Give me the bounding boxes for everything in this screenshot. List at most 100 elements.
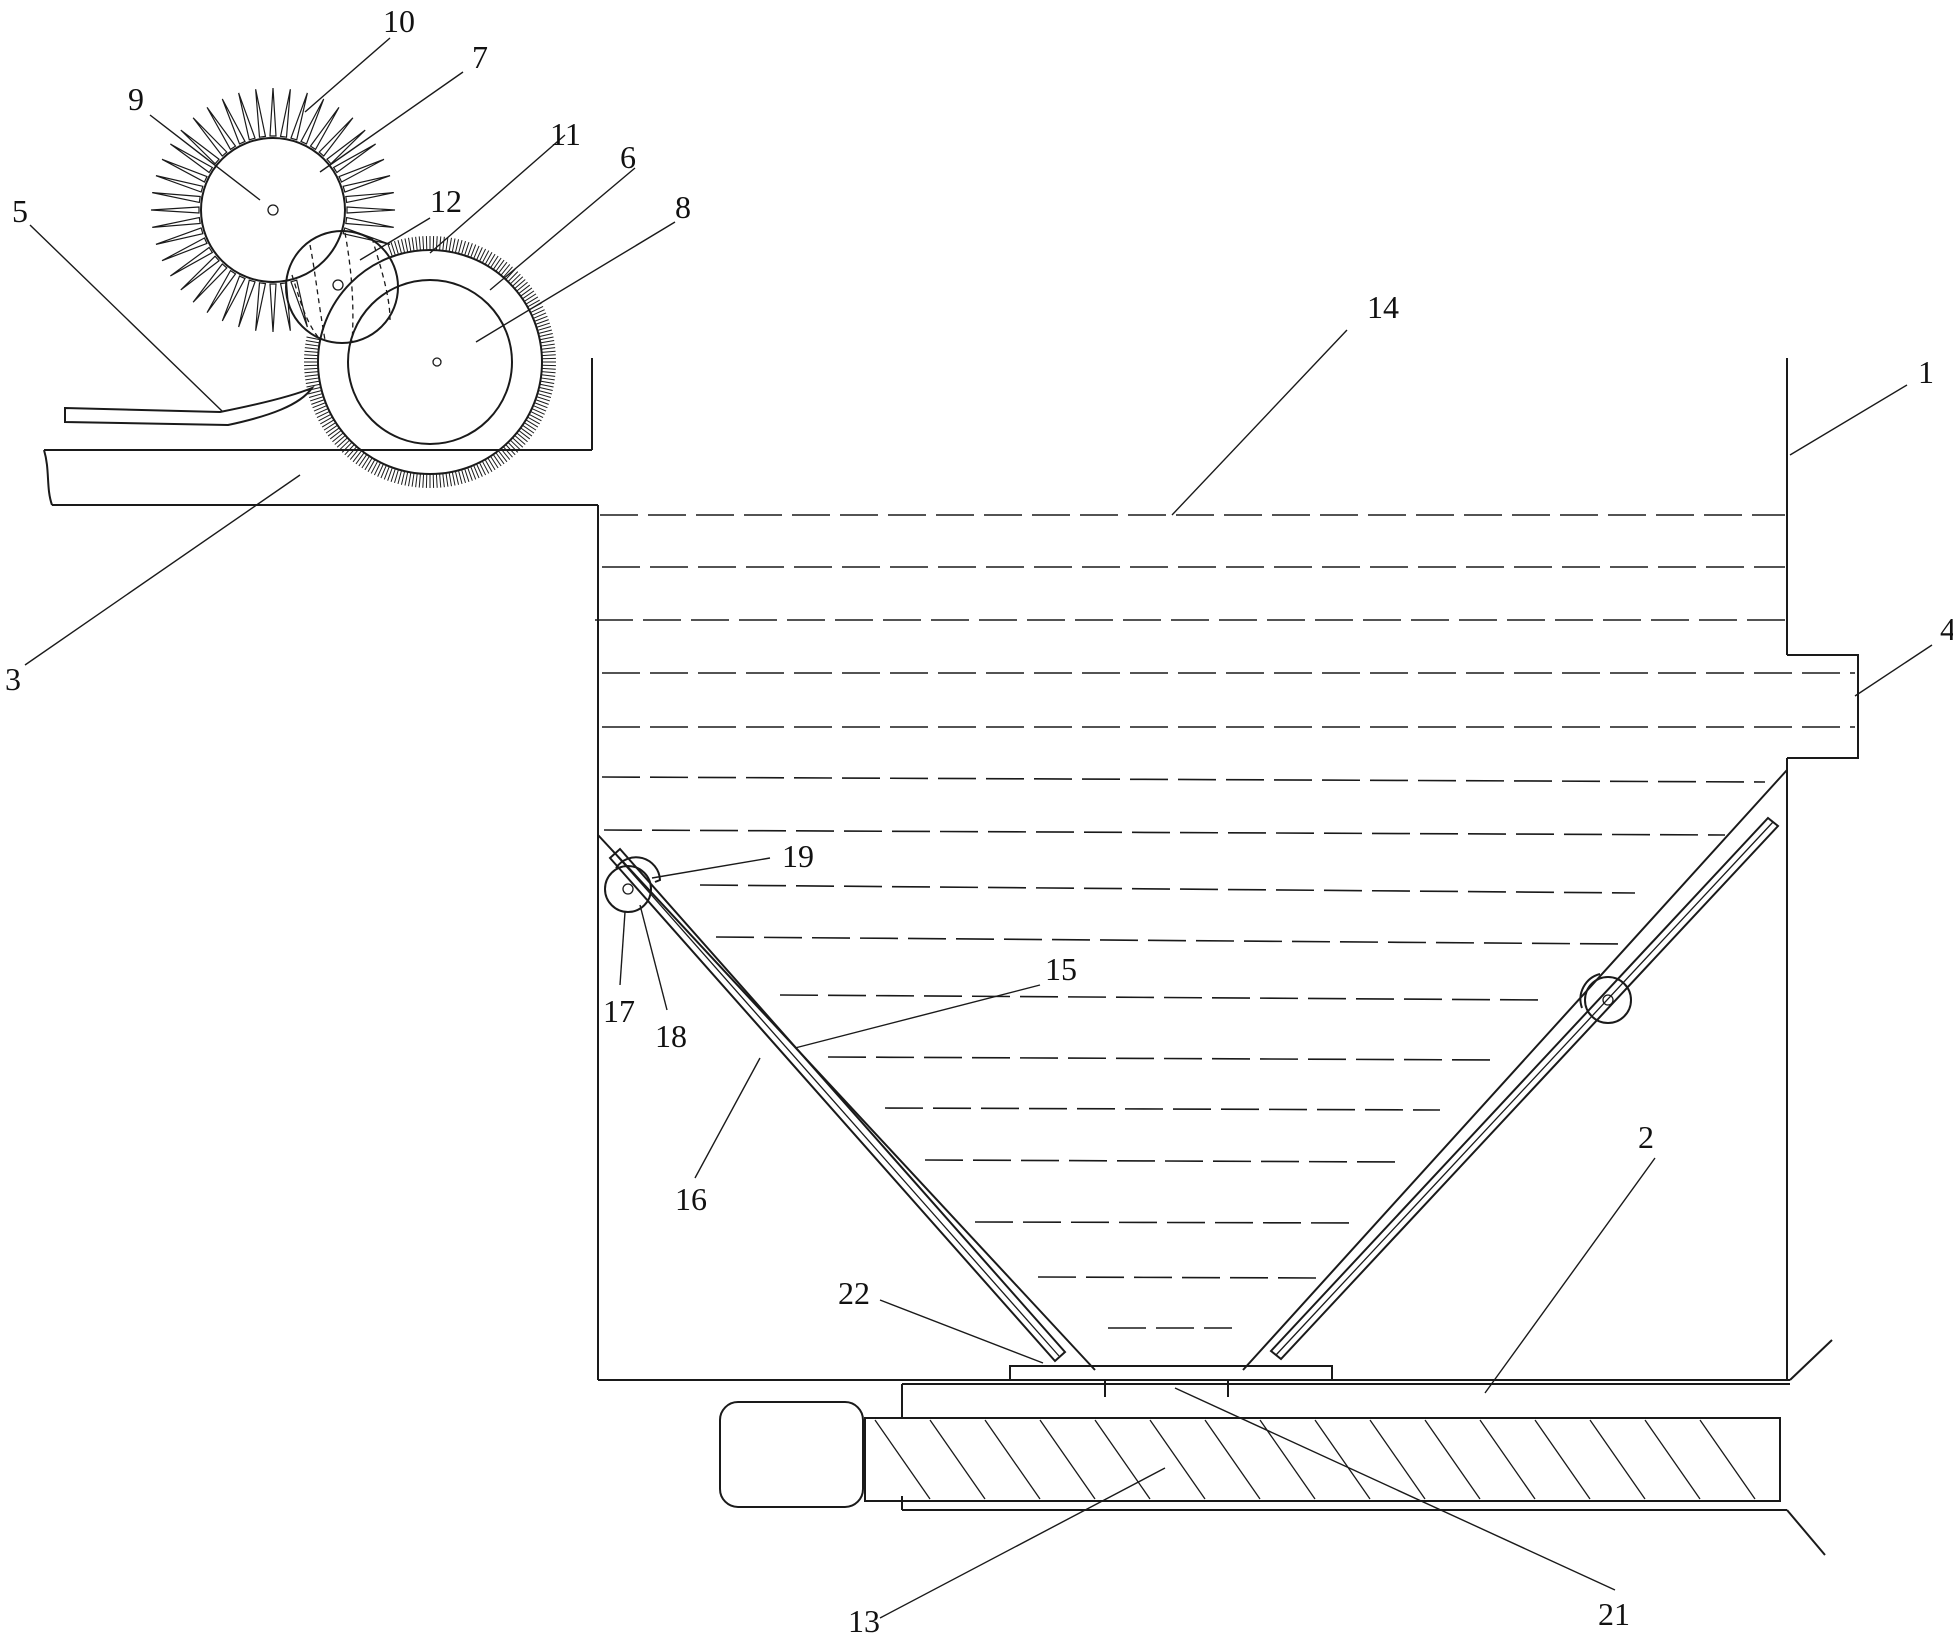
roller-tooth xyxy=(344,444,355,456)
roller-tooth xyxy=(495,452,505,465)
bristle xyxy=(255,89,267,138)
roller-tooth xyxy=(530,410,544,419)
roller-tooth xyxy=(514,279,526,290)
bristle xyxy=(300,98,325,145)
screw-conveyor xyxy=(719,1401,1781,1508)
bristle xyxy=(269,87,277,137)
roller-tooth xyxy=(400,470,406,485)
roller-tooth xyxy=(349,448,360,460)
bristle xyxy=(342,175,391,193)
roller-tooth xyxy=(464,242,470,256)
label-16: 16 xyxy=(675,1181,707,1217)
roller-tooth xyxy=(512,276,524,287)
roller-tooth xyxy=(334,434,346,445)
bristle xyxy=(238,279,256,328)
roller-tooth xyxy=(518,429,531,440)
roller-tooth xyxy=(327,427,340,437)
bristle xyxy=(206,269,237,313)
roller-tooth xyxy=(520,287,533,297)
inlet-platform xyxy=(43,358,598,506)
right-pivot-assembly xyxy=(1579,973,1632,1024)
screw-hatch xyxy=(874,1419,1756,1500)
roller-tooth xyxy=(502,446,513,458)
roller-tooth xyxy=(304,367,319,370)
roller-tooth xyxy=(528,413,542,422)
roller-tooth xyxy=(318,413,332,422)
roller-tooth xyxy=(525,296,539,305)
bristle xyxy=(161,237,208,262)
bristle xyxy=(192,263,228,303)
roller-tooth xyxy=(304,374,319,377)
roller-tooth xyxy=(531,309,545,316)
roller-tooth xyxy=(377,463,384,477)
bristle xyxy=(180,129,220,165)
label-12: 12 xyxy=(430,183,462,219)
roller-assembly xyxy=(150,87,556,488)
roller-tooth xyxy=(509,439,521,451)
roller-tooth xyxy=(422,236,425,251)
middle-roller xyxy=(285,230,399,344)
roller-tooth xyxy=(527,299,540,308)
roller-tooth xyxy=(306,383,321,388)
lower-roller-rim xyxy=(317,249,543,475)
roller-tooth xyxy=(442,236,445,251)
roller-tooth xyxy=(541,350,556,353)
roller-tooth xyxy=(307,386,322,392)
bristle xyxy=(206,107,237,151)
bristle xyxy=(170,246,214,277)
roller-tooth xyxy=(505,444,516,456)
lower-roller xyxy=(347,279,513,445)
roller-tooth xyxy=(476,247,483,261)
bristle xyxy=(192,117,228,157)
roller-tooth xyxy=(358,454,368,467)
roller-tooth xyxy=(451,471,456,486)
label-3: 3 xyxy=(5,661,21,697)
roller-tooth xyxy=(411,237,415,252)
roller-tooth xyxy=(464,468,470,482)
bristle xyxy=(338,158,385,183)
roller-tooth xyxy=(516,281,528,292)
roller-tooth xyxy=(329,429,342,440)
roller-tooth xyxy=(305,380,320,384)
roller-tooth xyxy=(541,367,556,370)
roller-tooth xyxy=(481,460,490,474)
bristle xyxy=(152,192,201,204)
bristle xyxy=(170,143,214,174)
roller-tooth xyxy=(534,315,548,322)
roller-tooth xyxy=(311,399,325,405)
roller-tooth xyxy=(305,340,320,344)
roller-tooth xyxy=(478,462,487,476)
label-13: 13 xyxy=(848,1603,880,1639)
roller-tooth xyxy=(522,290,535,300)
roller-tooth xyxy=(509,273,521,285)
roller-tooth xyxy=(507,441,519,453)
roller-tooth xyxy=(355,452,365,465)
roller-tooth xyxy=(394,240,399,255)
roller-tooth xyxy=(387,243,393,257)
roller-tooth xyxy=(532,405,547,412)
bristle xyxy=(255,282,267,331)
roller-tooth xyxy=(364,457,373,471)
bristle xyxy=(161,158,208,183)
roller-tooth xyxy=(442,473,445,488)
roller-tooth xyxy=(367,459,376,472)
roller-tooth xyxy=(387,467,393,481)
roller-tooth xyxy=(538,389,552,395)
roller-tooth xyxy=(347,446,358,458)
bristle xyxy=(238,92,256,141)
roller-tooth xyxy=(484,459,493,472)
label-7: 7 xyxy=(472,39,488,75)
roller-tooth xyxy=(321,419,335,428)
roller-tooth xyxy=(339,439,351,451)
roller-tooth xyxy=(313,405,328,412)
roller-tooth xyxy=(341,441,353,453)
roller-tooth xyxy=(540,380,555,384)
roller-tooth xyxy=(500,264,511,276)
roller-tooth xyxy=(411,472,415,487)
roller-tooth xyxy=(536,396,550,402)
roller-tooth xyxy=(467,467,473,481)
label-21: 21 xyxy=(1598,1596,1630,1632)
roller-tooth xyxy=(418,236,421,251)
roller-tooth xyxy=(400,239,406,254)
roller-tooth xyxy=(541,354,556,357)
